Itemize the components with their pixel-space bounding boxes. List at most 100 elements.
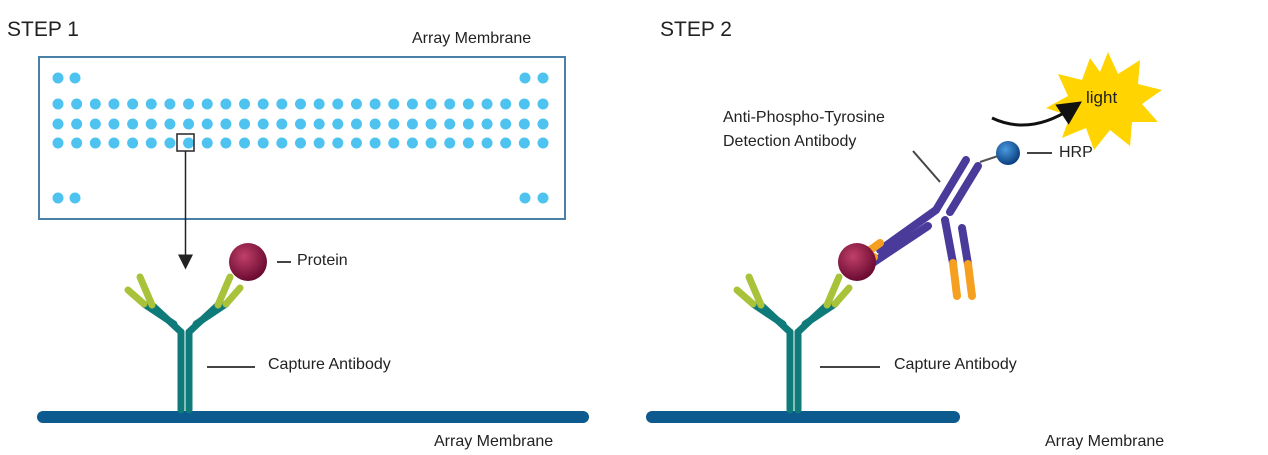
array-spot (71, 98, 83, 110)
array-spot (220, 118, 232, 130)
array-spot (369, 118, 381, 130)
array-spot (406, 98, 418, 110)
array-spot (481, 137, 493, 149)
array-membrane-bar-2 (646, 411, 960, 423)
array-spot (220, 137, 232, 149)
protein-sphere (229, 243, 267, 281)
light-burst (1046, 52, 1162, 150)
array-spot (462, 118, 474, 130)
capture-antibody-label-2: Capture Antibody (894, 356, 1017, 373)
array-spot (69, 192, 81, 204)
array-spot (519, 72, 531, 84)
detection-antibody-label-line2: Detection Antibody (723, 133, 857, 150)
array-spot (444, 137, 456, 149)
array-spot (350, 118, 362, 130)
step2-title: STEP 2 (660, 18, 732, 41)
array-spot (220, 98, 232, 110)
array-spot (183, 98, 195, 110)
array-spot (89, 137, 101, 149)
array-spot (313, 98, 325, 110)
array-spot (500, 98, 512, 110)
array-spot (52, 118, 64, 130)
array-spot (145, 98, 157, 110)
protein-sphere-2 (838, 243, 876, 281)
capture-antibody (124, 273, 244, 414)
array-spot (425, 137, 437, 149)
array-spot (518, 98, 530, 110)
array-spot (108, 98, 120, 110)
array-spot (481, 118, 493, 130)
array-spot (127, 98, 139, 110)
array-spot (239, 98, 251, 110)
array-spot (462, 137, 474, 149)
array-spot (537, 137, 549, 149)
array-spot (276, 98, 288, 110)
array-spot (276, 137, 288, 149)
array-spot (500, 137, 512, 149)
hrp-link (979, 155, 999, 163)
array-spot (481, 98, 493, 110)
array-spot (71, 118, 83, 130)
array-spot (369, 137, 381, 149)
array-spot (257, 98, 269, 110)
capture-antibody-label: Capture Antibody (268, 356, 391, 373)
array-spot (313, 118, 325, 130)
array-spot (239, 137, 251, 149)
array-spot (518, 137, 530, 149)
array-spot (145, 118, 157, 130)
array-spot (388, 137, 400, 149)
array-spot (519, 192, 531, 204)
array-spot (295, 137, 306, 149)
hrp-sphere (996, 141, 1020, 165)
array-spot (350, 98, 362, 110)
array-spot (108, 118, 120, 130)
array-spot (444, 118, 456, 130)
array-membrane-bar (37, 411, 589, 423)
array-spot (332, 118, 344, 130)
array-spot (108, 137, 120, 149)
array-spot (183, 137, 195, 149)
array-spot (500, 118, 512, 130)
detection-antibody-label-line1: Anti-Phospho-Tyrosine (723, 109, 885, 126)
array-spot (52, 72, 64, 84)
array-spot (462, 98, 474, 110)
array-spot (164, 118, 176, 130)
array-spot (127, 118, 139, 130)
array-spot (537, 118, 549, 130)
step1-title: STEP 1 (7, 18, 79, 41)
light-label: light (1086, 88, 1118, 107)
capture-antibody-2 (733, 273, 853, 414)
array-spot (276, 118, 288, 130)
array-spot (406, 118, 418, 130)
array-spot (537, 72, 549, 84)
array-membrane-label-bottom-2: Array Membrane (1045, 433, 1165, 450)
array-spot (52, 137, 64, 149)
array-spot (406, 137, 418, 149)
array-spot (183, 118, 195, 130)
array-membrane-label-bottom: Array Membrane (434, 433, 554, 450)
array-spot (425, 98, 437, 110)
array-spot (89, 118, 101, 130)
array-spot (388, 118, 400, 130)
array-dot-grid (52, 72, 549, 204)
array-spot (127, 137, 139, 149)
array-spot (537, 98, 549, 110)
array-spot (388, 98, 400, 110)
array-spot (164, 137, 176, 149)
array-spot (444, 98, 456, 110)
array-spot (257, 118, 269, 130)
array-spot (69, 72, 81, 84)
array-spot (89, 98, 101, 110)
detection-antibody (853, 156, 982, 300)
array-spot (313, 137, 325, 149)
array-spot (52, 98, 64, 110)
array-spot (145, 137, 157, 149)
array-spot (295, 98, 306, 110)
detection-leader-line (912, 150, 941, 183)
array-spot (71, 137, 83, 149)
array-spot (201, 137, 213, 149)
array-membrane-label-top: Array Membrane (412, 30, 532, 47)
array-spot (332, 137, 344, 149)
array-spot (425, 118, 437, 130)
hrp-label: HRP (1059, 144, 1093, 161)
